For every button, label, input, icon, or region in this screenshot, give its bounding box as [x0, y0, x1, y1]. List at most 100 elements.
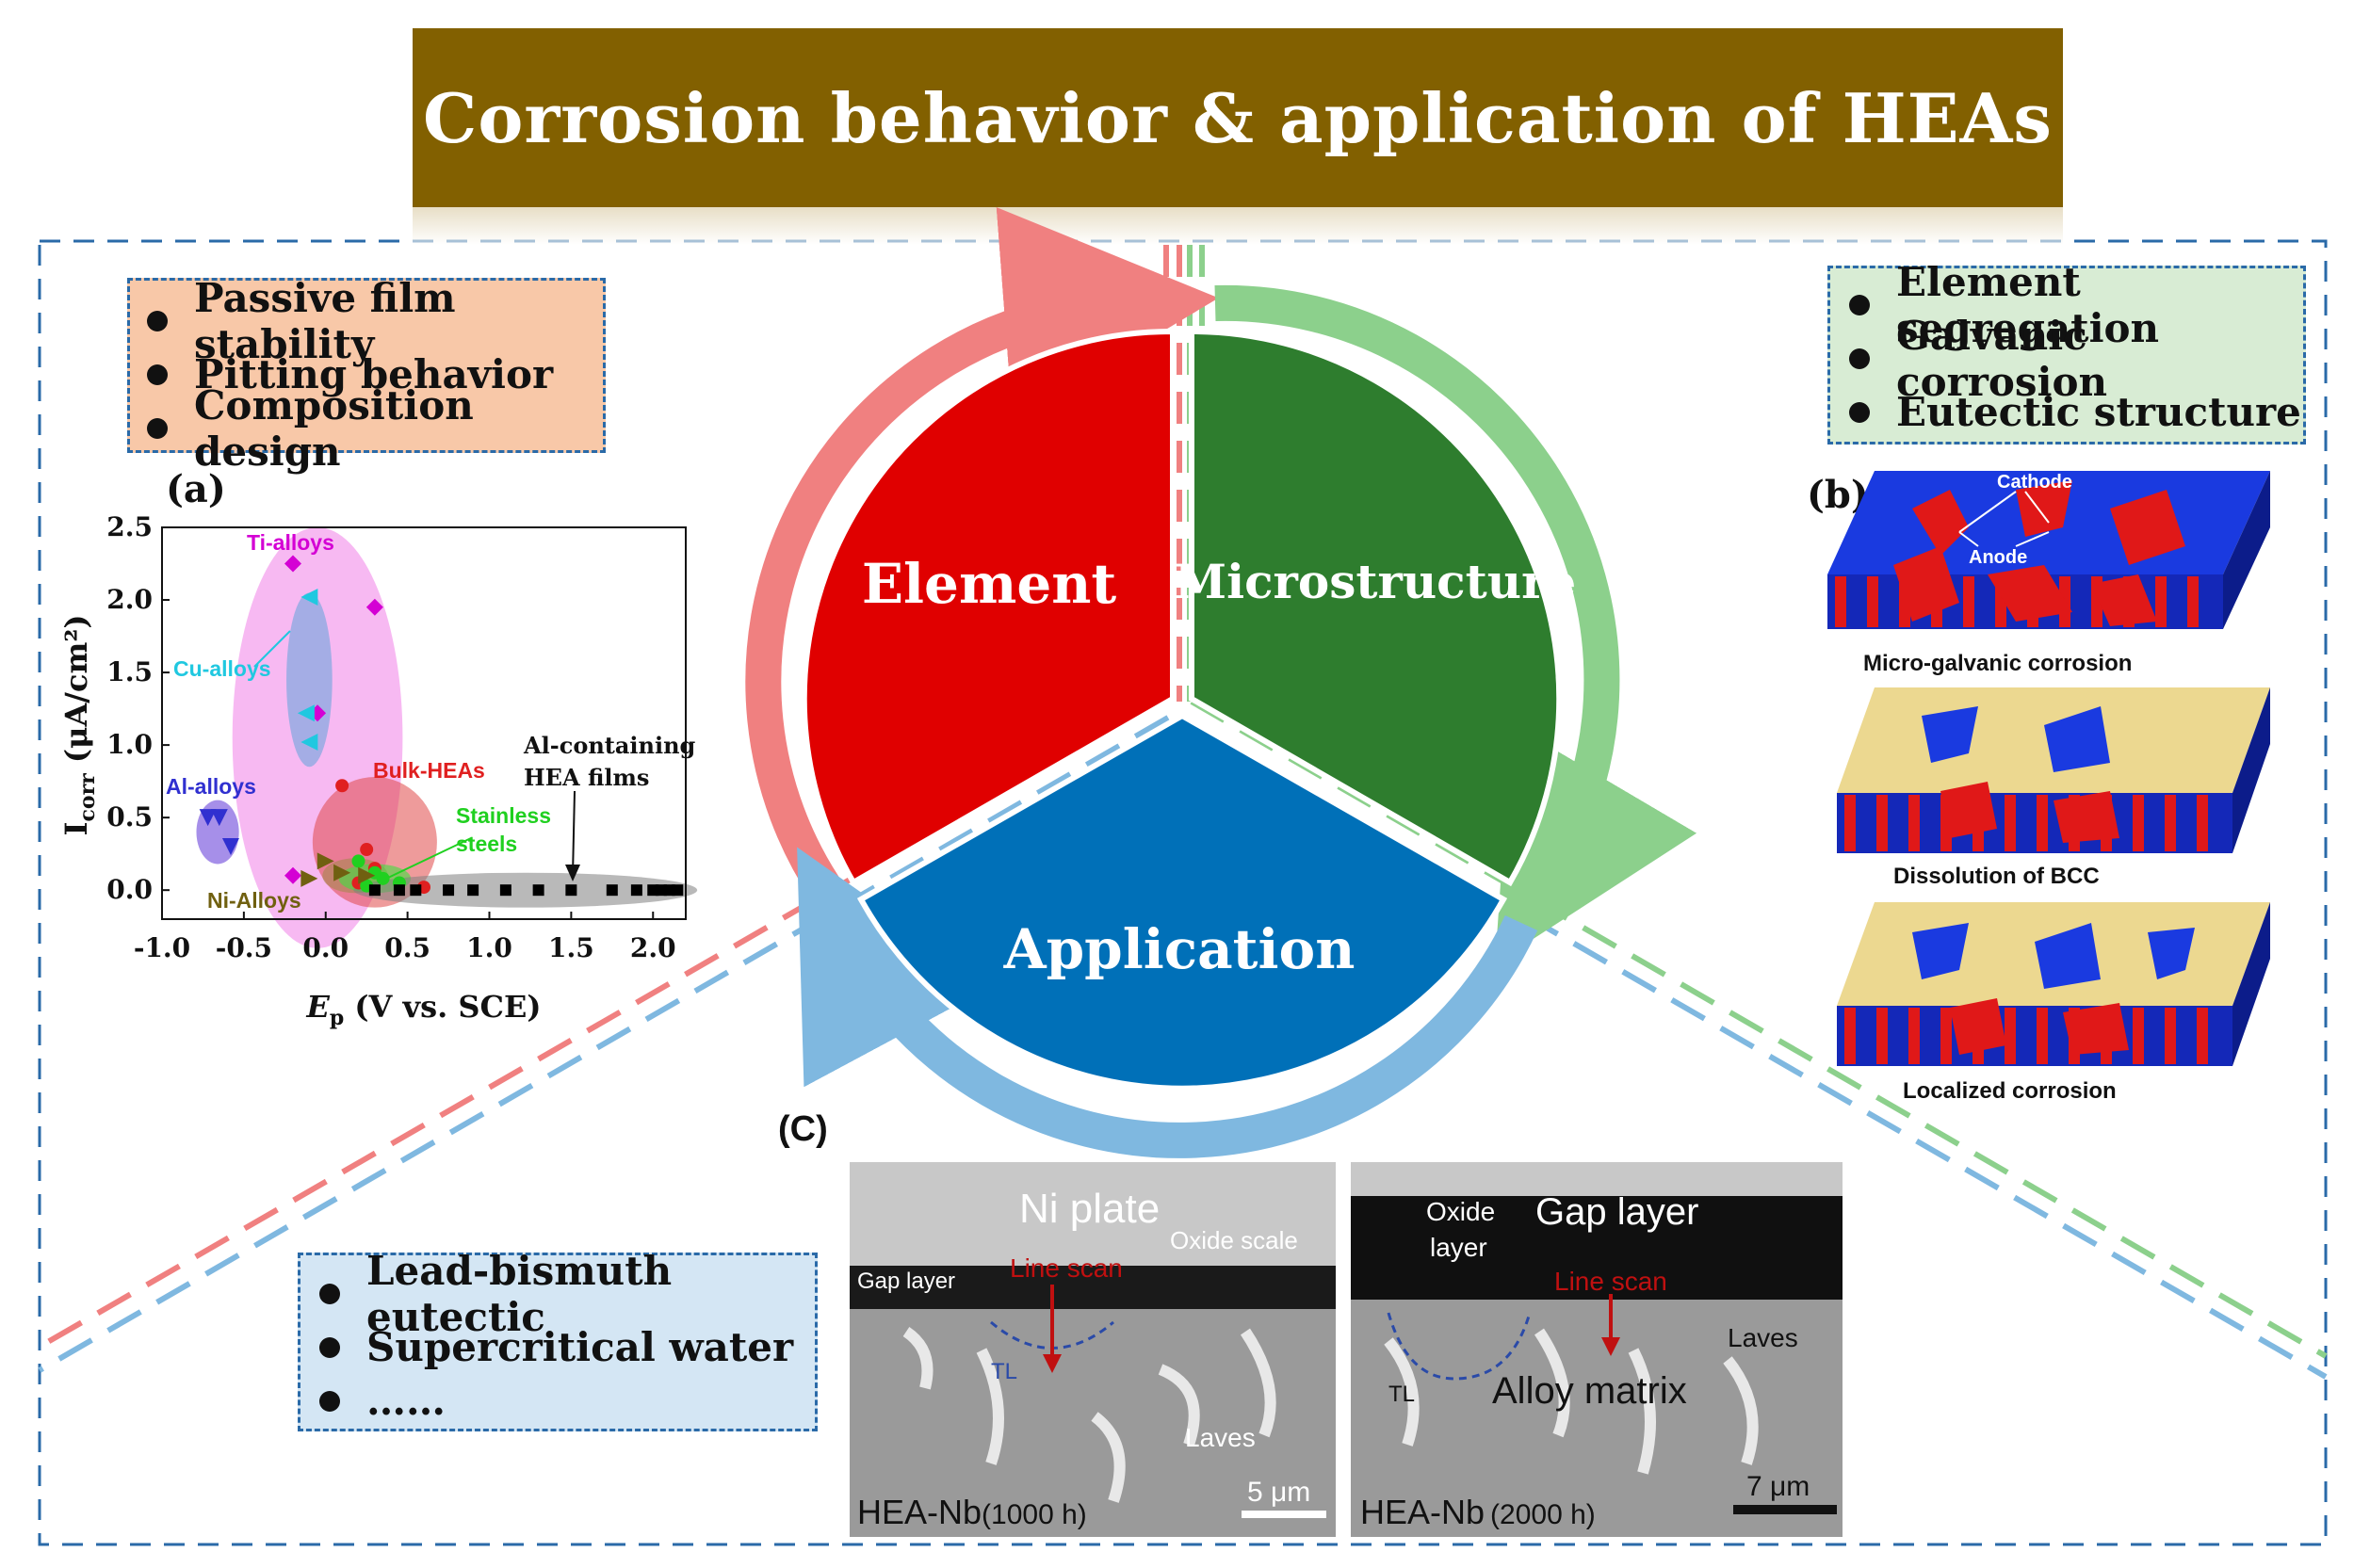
- data-point-al-containing-hea-films: [368, 884, 381, 897]
- caption-micro-galvanic: Micro-galvanic corrosion: [1863, 651, 2132, 676]
- sem-right-matrix: Alloy matrix: [1492, 1370, 1687, 1412]
- annotation-stainless: Stainless: [456, 803, 551, 828]
- label-cathode: Cathode: [1997, 472, 2072, 493]
- data-point-al-alloys: [199, 809, 217, 827]
- outer-dashed-frame: [38, 239, 2328, 1546]
- data-point-ti-alloys: [365, 598, 383, 616]
- sem-left-line-scan: Line scan: [1010, 1253, 1123, 1283]
- bullet-item: Galvanic corrosion: [1849, 313, 2303, 405]
- sem-left-scale-label: 5 μm: [1247, 1477, 1310, 1508]
- phase-stripe: [2155, 576, 2167, 627]
- phase-stripe: [2165, 795, 2176, 851]
- phase-stripe: [2197, 795, 2208, 851]
- data-point-al-containing-hea-films: [606, 884, 618, 897]
- phase-stripe: [2005, 795, 2016, 851]
- data-point-al-containing-hea-films: [410, 884, 422, 897]
- label-microstructure: Microstructure: [1175, 554, 1576, 609]
- data-point-ni-alloys: [300, 869, 318, 887]
- data-point-cu-alloys: [300, 588, 318, 606]
- phase-stripe: [1876, 795, 1888, 851]
- sem-right-oxide-1: Oxide: [1426, 1197, 1495, 1226]
- sector-microstructure: [1189, 328, 1563, 887]
- data-point-al-containing-hea-films: [672, 884, 684, 897]
- data-point-ni-alloys: [358, 866, 376, 884]
- bullet-item: Supercritical water: [319, 1320, 815, 1374]
- data-point-ti-alloys: [284, 866, 301, 884]
- sem-right-tl: TL: [1388, 1382, 1415, 1407]
- ellipse-cu-alloys: [286, 592, 333, 768]
- y-axis-label: Icorr (μA/cm²): [58, 615, 100, 836]
- annotation-al-alloys: Al-alloys: [166, 774, 256, 799]
- panel-label-a: (a): [166, 467, 226, 511]
- page-title: Corrosion behavior & application of HEAs: [423, 77, 2053, 158]
- data-point-ni-alloys: [317, 852, 334, 870]
- y-tick-label: 0.0: [106, 874, 153, 905]
- data-point-al-alloys: [221, 837, 239, 855]
- annotation-ni-alloys: Ni-Alloys: [207, 888, 301, 913]
- data-point-stainless-steels: [376, 871, 390, 885]
- y-tick-label: 0.5: [106, 801, 153, 832]
- phase-stripe: [1844, 795, 1856, 851]
- sem-left-sample: HEA-Nb(1000 h): [857, 1493, 1087, 1531]
- phase-stripe: [1908, 795, 1920, 851]
- sem-right: Oxide layer Gap layer Line scan Laves TL…: [1351, 1162, 1843, 1537]
- chart-marks: [161, 526, 687, 920]
- sem-right-laves: Laves: [1728, 1323, 1798, 1352]
- sem-left-laves: Laves: [1185, 1423, 1256, 1452]
- sem-right-sample: HEA-Nb(2000 h): [1360, 1493, 1596, 1531]
- annotation-films-2: HEA films: [524, 764, 649, 791]
- panel-label-c: (C): [778, 1109, 828, 1149]
- plot-frame: [161, 526, 687, 920]
- caption-localized: Localized corrosion: [1903, 1078, 2117, 1104]
- x-tick-label: 1.0: [466, 932, 512, 963]
- phase-stripe: [1908, 1008, 1920, 1064]
- data-point-cu-alloys: [297, 704, 315, 722]
- ring-arrow-blue: [797, 847, 1538, 1158]
- data-point-ni-alloys: [333, 864, 351, 881]
- data-point-al-alloys: [210, 809, 228, 827]
- annotation-cu-alloys: Cu-alloys: [173, 656, 271, 681]
- data-point-al-containing-hea-films: [532, 884, 544, 897]
- ellipse-films: [353, 872, 698, 908]
- bullet-item: Passive film stability: [147, 275, 603, 367]
- schematic-2: Dissolution of BCC: [1837, 687, 2270, 889]
- sector-element: [801, 328, 1176, 887]
- bullet-item: Eutectic structure: [1849, 385, 2303, 439]
- x-tick-label: 0.5: [384, 932, 430, 963]
- phase-stripe: [2037, 795, 2048, 851]
- sector-application: [856, 712, 1508, 1091]
- ring-arrow-green: [1214, 284, 1697, 964]
- y-tick-label: 2.5: [106, 511, 153, 542]
- sem-left-scale-bar: [1242, 1511, 1326, 1518]
- phase-stripe: [2187, 576, 2199, 627]
- data-point-ti-alloys: [284, 555, 301, 573]
- x-tick-label: -1.0: [134, 932, 190, 963]
- caption-dissolution: Dissolution of BCC: [1893, 864, 2100, 889]
- phase-stripe: [2165, 1008, 2176, 1064]
- x-tick-label: 1.5: [548, 932, 594, 963]
- y-tick-label: 1.0: [106, 729, 153, 760]
- phase-stripe: [1835, 576, 1846, 627]
- films-arrowhead: [565, 865, 580, 881]
- bullet-item: Element segregation: [1849, 259, 2303, 351]
- phase-stripe: [1876, 1008, 1888, 1064]
- annotation-films-1: Al-containing: [523, 732, 696, 759]
- sem-left-oxide: Oxide scale: [1170, 1226, 1298, 1254]
- data-point-cu-alloys: [300, 734, 318, 752]
- title-banner: Corrosion behavior & application of HEAs: [413, 28, 2063, 207]
- data-point-al-containing-hea-films: [443, 884, 455, 897]
- data-point-al-containing-hea-films: [393, 884, 405, 897]
- phase-stripe: [1844, 1008, 1856, 1064]
- data-point-al-containing-hea-films: [630, 884, 642, 897]
- sem-micrographs: Ni plate Gap layer Line scan Oxide scale…: [850, 1162, 1843, 1537]
- ring-arrow-red: [745, 207, 1219, 900]
- x-tick-label: 2.0: [630, 932, 676, 963]
- bullet-item: Composition design: [147, 382, 603, 475]
- y-tick-label: 1.5: [106, 656, 153, 687]
- cu-arrow: [253, 630, 291, 668]
- sem-right-scale-label: 7 μm: [1746, 1471, 1810, 1502]
